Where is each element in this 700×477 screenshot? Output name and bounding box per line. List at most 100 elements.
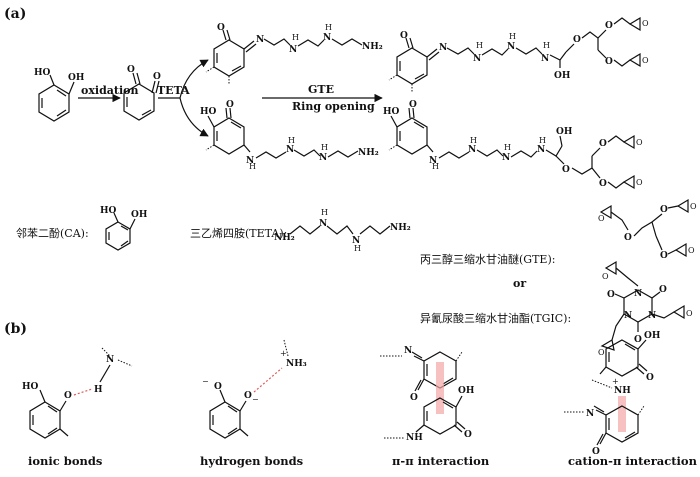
- atom-n: N: [404, 346, 412, 356]
- atom-nh: N: [289, 45, 297, 55]
- ring-opening-label: Ring opening: [292, 100, 375, 113]
- atom-oh: OH: [554, 71, 571, 81]
- epoxide-o-2: O: [690, 202, 697, 211]
- atom-h: H: [249, 162, 256, 171]
- legend-teta-label: 三乙烯四胺(TETA):: [190, 226, 287, 240]
- atom-o-2: O: [592, 447, 600, 457]
- pi-pi-stacking-motif: N O OH O NH: [380, 346, 475, 443]
- epoxide-o-2: O: [686, 309, 693, 318]
- atom-n-3: N: [624, 311, 632, 321]
- atom-n: N: [256, 35, 264, 45]
- epoxide-o-1: O: [636, 138, 643, 147]
- atom-o-3: O: [634, 335, 642, 345]
- atom-o-2: O: [562, 165, 570, 175]
- catechol-start-molecule: HO OH: [34, 68, 85, 122]
- charge-minus-2: −: [252, 395, 259, 404]
- oxidation-label: oxidation: [81, 84, 139, 97]
- hydrogen-interaction-line: [253, 367, 283, 393]
- atom-h-3: H: [543, 41, 550, 50]
- atom-ho: HO: [100, 206, 117, 216]
- atom-o: O: [624, 233, 632, 243]
- atom-o-3: O: [599, 139, 607, 149]
- atom-h: H: [476, 41, 483, 50]
- atom-h: H: [292, 33, 299, 42]
- gte-crosslinked-product-lower: HO O N H N H N H N H O OH O O O O: [383, 100, 643, 190]
- legend-teta-structure: NH₂ N H N H NH₂: [274, 208, 411, 253]
- panel-label-a: (a): [4, 6, 26, 22]
- atom-n: N: [319, 219, 327, 229]
- legend-ca-structure: HO OH: [100, 206, 148, 251]
- atom-nh2: NH₂: [358, 148, 379, 158]
- atom-n: N: [429, 156, 437, 166]
- cation-pi-highlight: [618, 396, 626, 432]
- caption-hydrogen: hydrogen bonds: [200, 454, 303, 468]
- atom-o: O: [217, 23, 225, 33]
- atom-n-2: N: [648, 311, 656, 321]
- epoxide-o-1: O: [602, 272, 609, 281]
- atom-ho: HO: [34, 68, 51, 78]
- atom-ho: HO: [383, 107, 400, 117]
- caption-pipi: π-π interaction: [392, 454, 490, 468]
- atom-nh-4: N: [537, 145, 545, 155]
- atom-o-4: O: [599, 179, 607, 189]
- atom-nh-2: N: [507, 42, 515, 52]
- atom-o: O: [646, 373, 654, 383]
- atom-h2n: NH₂: [274, 233, 295, 243]
- atom-o: O: [226, 100, 234, 110]
- caption-cationpi: cation-π interaction: [568, 454, 698, 468]
- teta-arrow-down: [179, 97, 209, 137]
- legend-tgic-label: 异氰尿酸三缩水甘油酯(TGIC):: [420, 311, 571, 325]
- atom-h-2: H: [509, 32, 516, 41]
- atom-h: H: [432, 162, 439, 171]
- atom-ho: HO: [22, 382, 39, 392]
- cation-pi-motif: OH O + NH N O: [564, 331, 661, 457]
- charge-plus: +: [612, 377, 619, 386]
- atom-n: N: [106, 355, 114, 365]
- legend-gte-structure: O O O O O O: [598, 198, 697, 261]
- ionic-bond-motif: HO O H N: [22, 347, 133, 439]
- atom-nh3: NH₃: [286, 359, 307, 369]
- atom-n: N: [634, 289, 642, 299]
- pi-pi-stack-highlight: [436, 362, 444, 414]
- ionic-interaction-line: [73, 388, 93, 396]
- atom-o-3: O: [660, 251, 668, 261]
- atom-ho: HO: [200, 107, 217, 117]
- atom-o-3: O: [605, 21, 613, 31]
- schiff-base-adduct-upper: O N N H N H NH₂: [205, 23, 383, 84]
- atom-h-4: H: [539, 136, 546, 145]
- epoxide-o-1: O: [598, 214, 605, 223]
- atom-o-2: O: [607, 290, 615, 300]
- atom-o: O: [214, 382, 222, 392]
- atom-o-2: O: [573, 35, 581, 45]
- atom-oh: OH: [68, 73, 85, 83]
- atom-oh: OH: [644, 331, 661, 341]
- atom-o-4: O: [605, 57, 613, 67]
- atom-nh-2: N: [286, 145, 294, 155]
- atom-nh2: NH₂: [390, 223, 411, 233]
- gte-crosslinked-product-upper: O N N H N H N H OH O O O O O: [388, 16, 649, 92]
- caption-ionic: ionic bonds: [28, 454, 102, 468]
- atom-nh-3: N: [541, 54, 549, 64]
- panel-label-b: (b): [4, 321, 27, 337]
- atom-nh2: NH₂: [362, 42, 383, 52]
- atom-n: N: [586, 409, 594, 419]
- atom-h: H: [321, 208, 328, 217]
- teta-arrow-up: [179, 59, 209, 99]
- atom-o-2: O: [464, 430, 472, 440]
- atom-h-2: H: [470, 136, 477, 145]
- atom-nh: N: [473, 54, 481, 64]
- atom-o: O: [64, 391, 72, 401]
- atom-oh: OH: [556, 127, 573, 137]
- gte-step-label: GTE: [308, 83, 334, 96]
- teta-label: TETA: [157, 84, 190, 97]
- atom-oh: OH: [131, 210, 148, 220]
- o-quinone-molecule: O O: [123, 65, 161, 121]
- atom-o-1: O: [127, 65, 135, 75]
- atom-n: N: [439, 43, 447, 53]
- legend-ca-label: 邻苯二酚(CA):: [16, 226, 89, 240]
- epoxide-o-2: O: [636, 178, 643, 187]
- atom-h-3: H: [321, 143, 328, 152]
- legend-gte-label: 丙三醇三缩水甘油醚(GTE):: [420, 252, 555, 266]
- atom-o: O: [410, 393, 418, 403]
